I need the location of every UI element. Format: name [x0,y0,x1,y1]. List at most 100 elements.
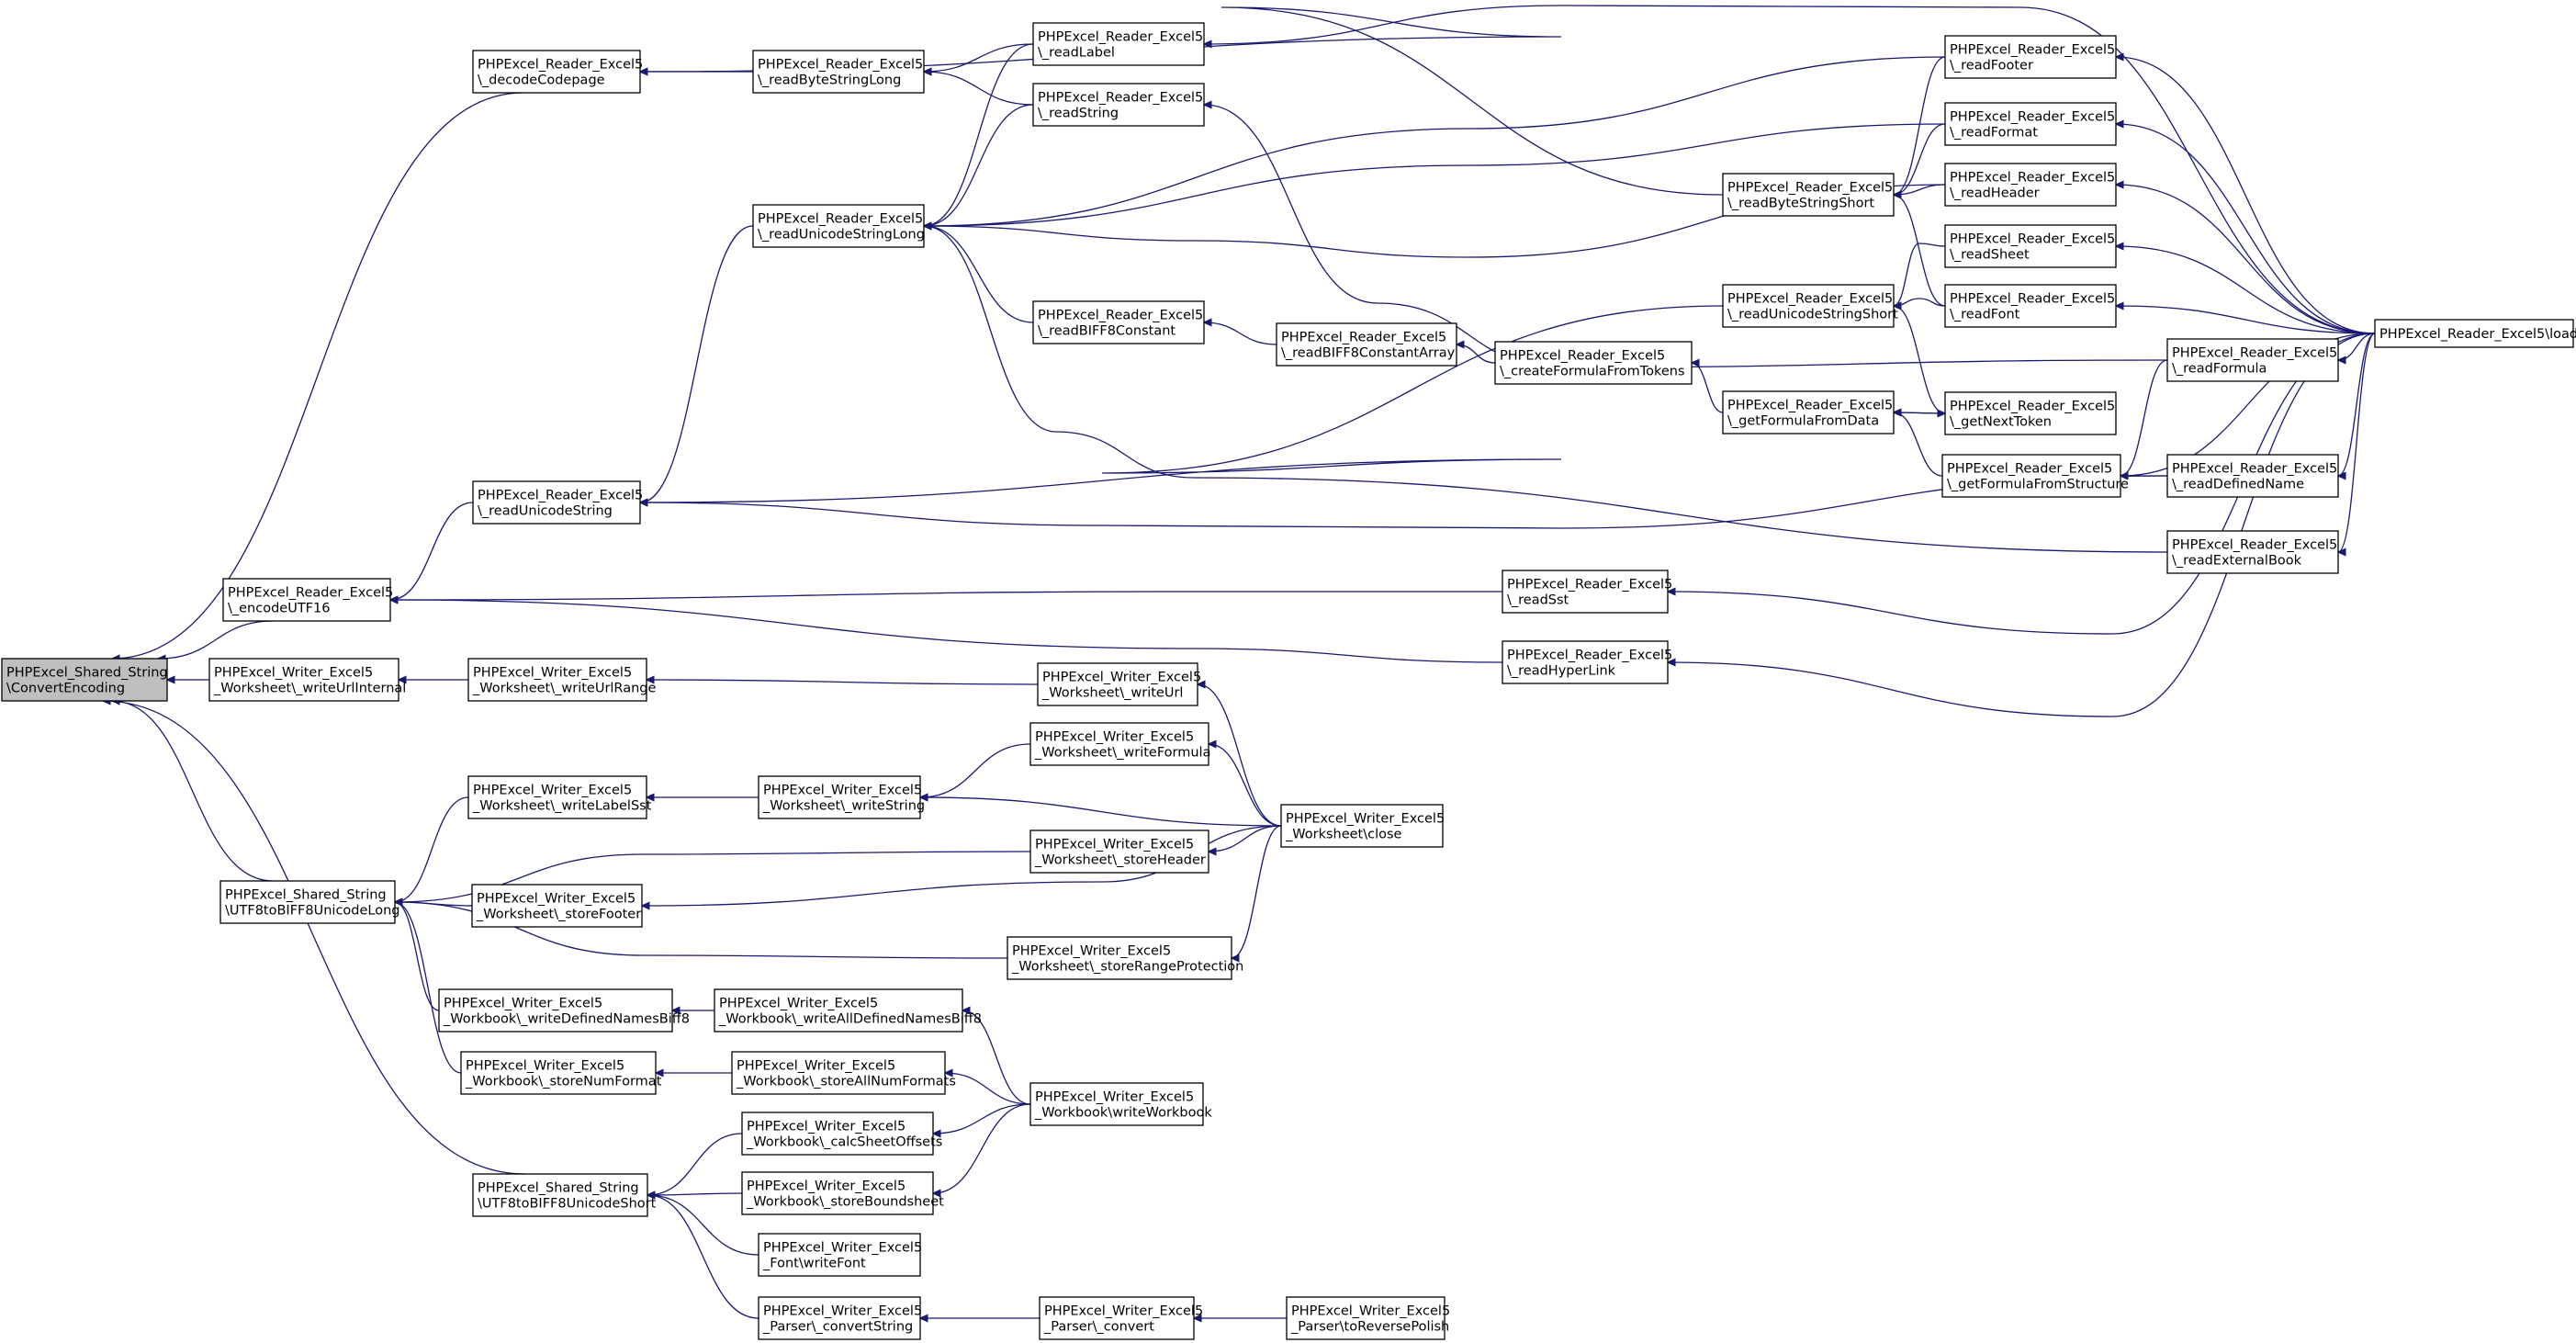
node-storeRangeProtection[interactable]: PHPExcel_Writer_Excel5_Worksheet\_storeR… [1007,936,1243,980]
node-box [1944,284,2117,328]
node-box [467,775,647,819]
node-utf8Long[interactable]: PHPExcel_Shared_String\UTF8toBIFF8Unicod… [219,880,400,924]
node-readHeader[interactable]: PHPExcel_Reader_Excel5\_readHeader [1944,163,2117,207]
node-storeHeader[interactable]: PHPExcel_Writer_Excel5_Worksheet\_storeH… [1029,830,1209,874]
node-label-line: PHPExcel_Reader_Excel5 [1038,309,1203,323]
node-readLabel[interactable]: PHPExcel_Reader_Excel5\_readLabel [1032,22,1205,66]
node-storeNumFormat[interactable]: PHPExcel_Writer_Excel5_Workbook\_storeNu… [460,1051,662,1095]
node-parserConvert[interactable]: PHPExcel_Writer_Excel5_Parser\_convert [1039,1296,1203,1340]
node-readBIFF8Constant[interactable]: PHPExcel_Reader_Excel5\_readBIFF8Constan… [1032,300,1205,344]
node-load[interactable]: PHPExcel_Reader_Excel5\load [2374,319,2576,348]
node-encodeUTF16[interactable]: PHPExcel_Reader_Excel5\_encodeUTF16 [222,578,393,622]
node-label-line: PHPExcel_Reader_Excel5 [1500,349,1665,364]
node-box [758,1233,921,1277]
node-storeAllNumFormats[interactable]: PHPExcel_Writer_Excel5_Workbook\_storeAl… [731,1051,956,1095]
node-convertString[interactable]: PHPExcel_Writer_Excel5_Parser\_convertSt… [758,1296,922,1340]
edge-writeWorkbook-to-storeBoundsheet [933,1103,1031,1193]
node-createFormulaFromTokens[interactable]: PHPExcel_Reader_Excel5\_createFormulaFro… [1494,341,1693,385]
node-label-line: \_encodeUTF16 [228,602,330,616]
edge-load-to-readExternalBook [2338,333,2376,552]
edge-readExternalBook-to-readUnicodeStringLong [924,226,2168,553]
node-readExternalBook[interactable]: PHPExcel_Reader_Excel5\_readExternalBook [2166,530,2339,574]
node-writeLabelSst[interactable]: PHPExcel_Writer_Excel5_Worksheet\_writeL… [467,775,652,819]
node-writeWorkbook[interactable]: PHPExcel_Writer_Excel5_Workbook\writeWor… [1029,1082,1212,1126]
node-calcSheetOffsets[interactable]: PHPExcel_Writer_Excel5_Workbook\_calcShe… [741,1112,942,1156]
node-storeBoundsheet[interactable]: PHPExcel_Writer_Excel5_Workbook\_storeBo… [741,1171,944,1215]
node-readString[interactable]: PHPExcel_Reader_Excel5\_readString [1032,83,1205,127]
node-readDefinedName[interactable]: PHPExcel_Reader_Excel5\_readDefinedName [2166,454,2339,498]
node-label-line: PHPExcel_Writer_Excel5 [747,1179,906,1194]
node-label-line: PHPExcel_Reader_Excel5 [1950,171,2115,186]
node-readUnicodeString[interactable]: PHPExcel_Reader_Excel5\_readUnicodeStrin… [472,480,643,525]
node-label-line: PHPExcel_Writer_Excel5 [1035,838,1194,852]
node-readUnicodeStringLong[interactable]: PHPExcel_Reader_Excel5\_readUnicodeStrin… [752,204,925,248]
node-label-line: _Workbook\_writeAllDefinedNamesBiff8 [718,1012,982,1027]
node-readHyperLink[interactable]: PHPExcel_Reader_Excel5\_readHyperLink [1502,640,1672,684]
node-toReversePolish[interactable]: PHPExcel_Writer_Excel5_Parser\toReverseP… [1286,1296,1450,1340]
node-label-line: \_readString [1038,107,1119,121]
node-readFont[interactable]: PHPExcel_Reader_Excel5\_readFont [1944,284,2117,328]
node-readSheet[interactable]: PHPExcel_Reader_Excel5\_readSheet [1944,224,2117,268]
edge-worksheetClose-to-writeString [920,797,1282,827]
node-readFormat[interactable]: PHPExcel_Reader_Excel5\_readFormat [1944,102,2117,146]
node-label-line: PHPExcel_Writer_Excel5 [737,1059,895,1074]
node-label-line: PHPExcel_Reader_Excel5 [1727,399,1893,413]
node-writeString[interactable]: PHPExcel_Writer_Excel5_Worksheet\_writeS… [758,775,925,819]
node-label-line: \_decodeCodepage [478,73,605,88]
node-label-line: _Worksheet\_writeLabelSst [472,799,652,814]
node-getFormulaFromStructure[interactable]: PHPExcel_Reader_Excel5\_getFormulaFromSt… [1941,454,2129,498]
node-writeAllDefinedNamesBiff8[interactable]: PHPExcel_Writer_Excel5_Workbook\_writeAl… [714,988,982,1033]
node-label-line: PHPExcel_Reader_Excel5 [1947,462,2112,477]
node-label-line: PHPExcel_Reader_Excel5 [1507,649,1672,663]
edge-readSheet-to-readUnicodeStringShort [1894,243,1946,306]
node-writeUrlInternal[interactable]: PHPExcel_Writer_Excel5_Worksheet\_writeU… [208,658,406,702]
node-readFooter[interactable]: PHPExcel_Reader_Excel5\_readFooter [1944,35,2117,79]
node-box [460,1051,657,1095]
node-label-line: PHPExcel_Reader_Excel5 [2172,462,2337,477]
node-label-line: \_readFont [1950,308,2020,322]
node-label-line: \_readDefinedName [2172,478,2304,492]
node-utf8Short[interactable]: PHPExcel_Shared_String\UTF8toBIFF8Unicod… [472,1173,657,1217]
edge-encodeUTF16-to-convertEncoding [158,620,274,659]
edge-writeFormula-to-writeString [920,743,1031,797]
node-box [2166,338,2339,382]
node-label-line: PHPExcel_Reader_Excel5 [1950,400,2115,414]
node-box [1722,284,1895,328]
edge-storeNumFormat-to-utf8Long [395,902,462,1074]
node-label-line: PHPExcel_Shared_String [6,666,168,681]
node-writeFormula[interactable]: PHPExcel_Writer_Excel5_Worksheet\_writeF… [1029,722,1210,766]
node-readUnicodeStringShort[interactable]: PHPExcel_Reader_Excel5\_readUnicodeStrin… [1722,284,1898,328]
edge-readString-to-readByteStringLong [924,72,1034,106]
edge-load-to-readFont [2116,306,2376,334]
node-label-line: PHPExcel_Reader_Excel5\load [2379,327,2576,342]
node-box [1032,300,1205,344]
node-readByteStringLong[interactable]: PHPExcel_Reader_Excel5\_readByteStringLo… [752,50,925,94]
node-label-line: _Workbook\_storeAllNumFormats [736,1075,956,1089]
node-writeUrlRange[interactable]: PHPExcel_Writer_Excel5_Worksheet\_writeU… [467,658,656,702]
node-label-line: PHPExcel_Reader_Excel5 [1950,43,2115,58]
node-convertEncoding[interactable]: PHPExcel_Shared_String\ConvertEncoding [1,658,168,702]
edge-createFormulaFromTokens-to-readBIFF8ConstantArray [1457,344,1496,364]
node-box [2166,454,2339,498]
node-writeDefinedNamesBiff8[interactable]: PHPExcel_Writer_Excel5_Workbook\_writeDe… [438,988,690,1033]
node-decodeCodepage[interactable]: PHPExcel_Reader_Excel5\_decodeCodepage [472,50,643,94]
node-readBIFF8ConstantArray[interactable]: PHPExcel_Reader_Excel5\_readBIFF8Constan… [1276,322,1457,367]
node-storeFooter[interactable]: PHPExcel_Writer_Excel5_Worksheet\_storeF… [471,884,643,928]
node-box [1007,936,1232,980]
edge-readUnicodeStringShort-to-readUnicodeString [640,305,1724,502]
node-label-line: \_readByteStringLong [758,73,901,88]
node-getFormulaFromData[interactable]: PHPExcel_Reader_Excel5\_getFormulaFromDa… [1722,390,1895,434]
edge-readUnicodeString-to-encodeUTF16 [390,502,474,600]
node-label-line: PHPExcel_Writer_Excel5 [763,1241,922,1256]
node-writeUrl[interactable]: PHPExcel_Writer_Excel5_Worksheet\_writeU… [1037,662,1201,706]
node-writeFont[interactable]: PHPExcel_Writer_Excel5_Font\writeFont [758,1233,922,1277]
node-label-line: _Worksheet\_writeUrl [1041,686,1183,701]
node-worksheetClose[interactable]: PHPExcel_Writer_Excel5_Worksheet\close [1280,804,1445,848]
node-readSst[interactable]: PHPExcel_Reader_Excel5\_readSst [1502,570,1672,614]
node-readFormula[interactable]: PHPExcel_Reader_Excel5\_readFormula [2166,338,2339,382]
node-label-line: PHPExcel_Reader_Excel5 [1950,232,2115,247]
node-box [1944,35,2117,79]
node-getNextToken[interactable]: PHPExcel_Reader_Excel5\_getNextToken [1944,391,2117,435]
node-readByteStringShort[interactable]: PHPExcel_Reader_Excel5\_readByteStringSh… [1722,173,1895,217]
edge-readFooter-to-readUnicodeStringLong [924,56,1946,226]
